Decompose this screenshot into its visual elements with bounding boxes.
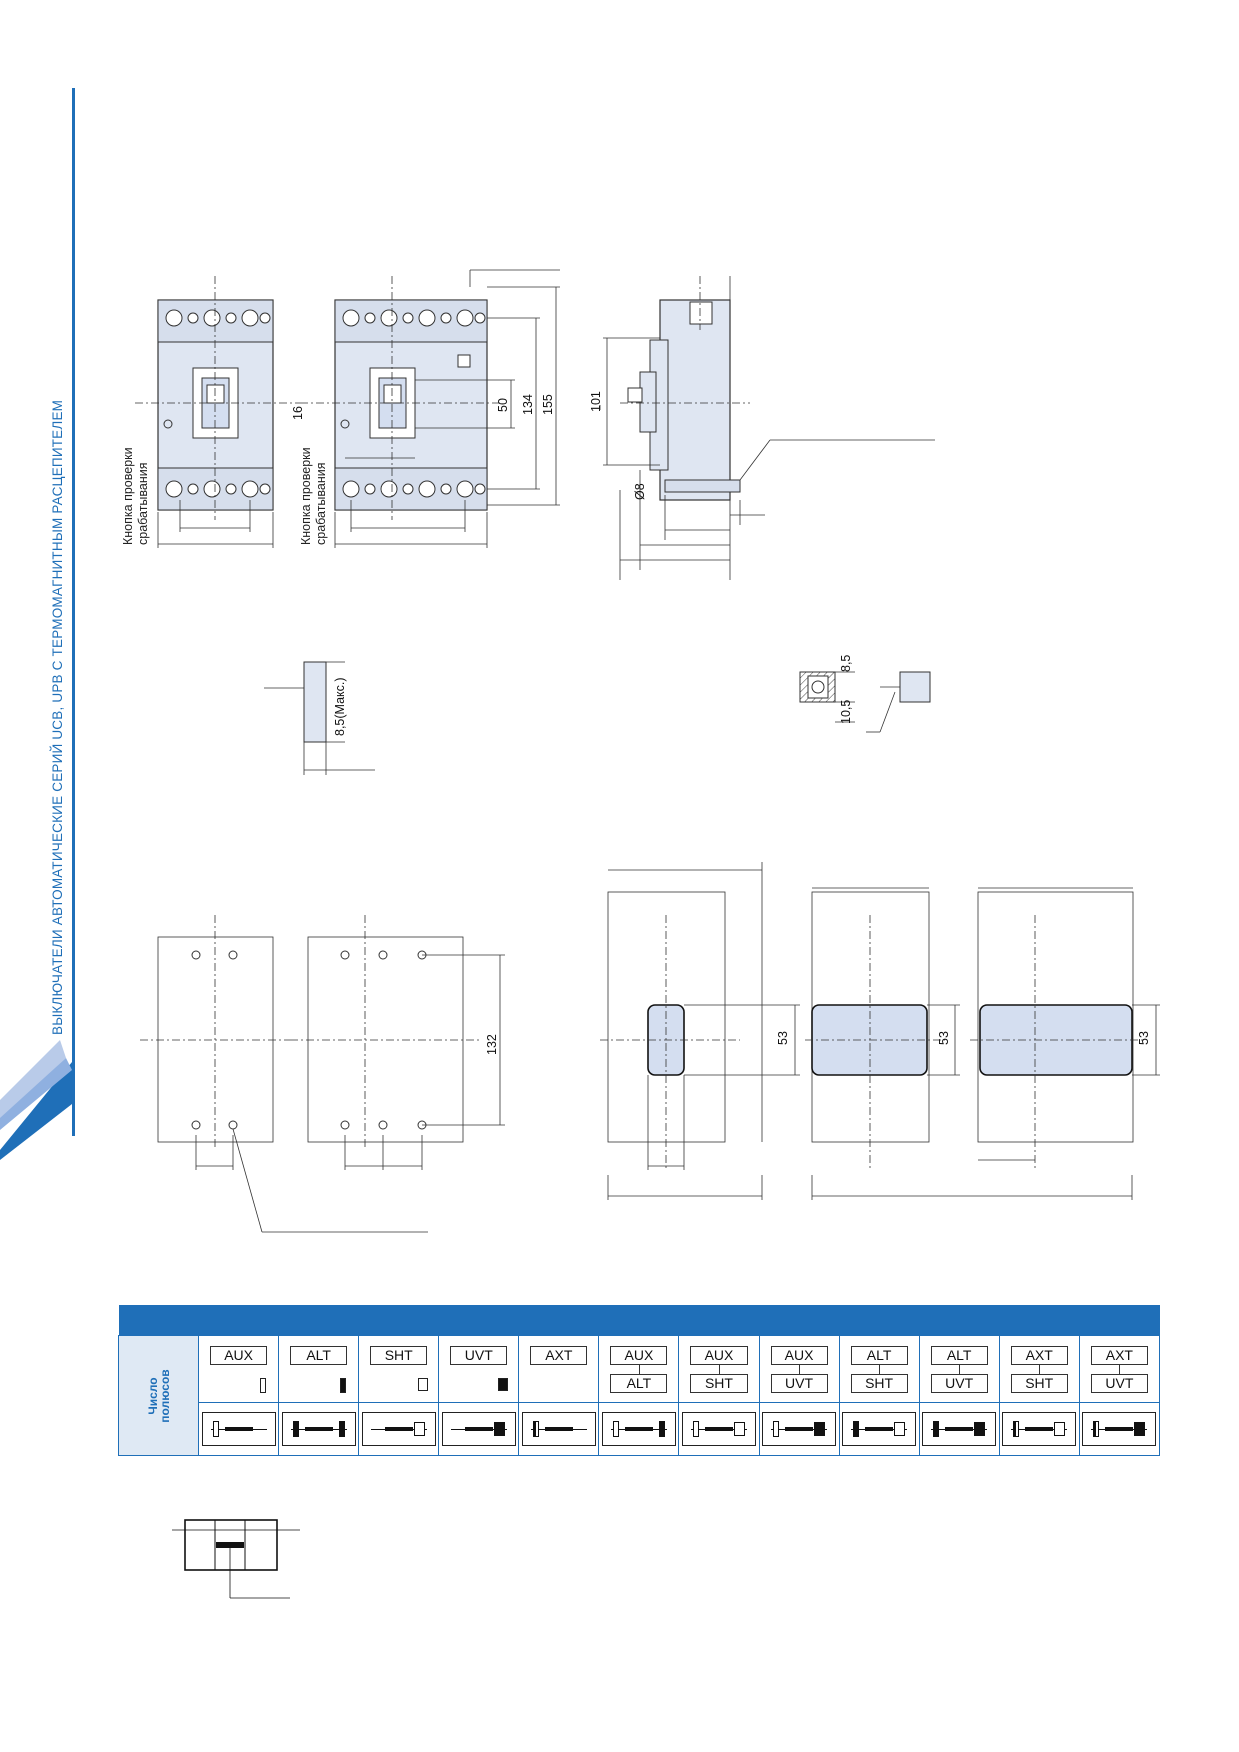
accessory-code-bottom: SHT xyxy=(850,1374,908,1393)
accessory-code-top: AXT xyxy=(530,1346,588,1365)
accessory-code-top: AUX xyxy=(690,1346,748,1365)
symbol-cell xyxy=(998,1402,1080,1456)
accessory-code-top: SHT xyxy=(370,1346,428,1365)
wiring-symbol-icon xyxy=(922,1412,997,1446)
test-button-label-3p: Кнопка проверки xyxy=(121,447,135,545)
table-header-band xyxy=(118,1305,1160,1336)
marker-filled-square-icon xyxy=(498,1378,509,1391)
accessory-code-top: AXT xyxy=(1090,1346,1148,1365)
accessory-code-top: AUX xyxy=(770,1346,828,1365)
panel-cutout-large xyxy=(970,887,1160,1200)
accessory-code-cell: AXT SHT xyxy=(998,1335,1080,1403)
symbol-cell xyxy=(438,1402,520,1456)
accessory-code-top: AUX xyxy=(610,1346,668,1365)
dim-53-large: 53 xyxy=(1137,1031,1151,1045)
mounting-plan-4p xyxy=(290,915,505,1170)
accessory-code-bottom: UVT xyxy=(930,1374,988,1393)
marker-filled-icon xyxy=(340,1378,347,1393)
symbol-cell xyxy=(358,1402,440,1456)
symbol-cell xyxy=(1078,1402,1161,1456)
wiring-symbol-icon xyxy=(842,1412,917,1446)
panel-cutout-medium xyxy=(805,887,1132,1200)
symbol-cell xyxy=(678,1402,760,1456)
wiring-symbol-icon xyxy=(201,1412,276,1446)
wiring-symbol-icon xyxy=(441,1412,516,1446)
accessory-code-cell: AUX ALT xyxy=(598,1335,680,1403)
accessory-code-cell: SHT xyxy=(358,1335,440,1403)
dim-101: 101 xyxy=(589,391,603,412)
accessory-code-cell: UVT xyxy=(438,1335,520,1403)
dim-16: 16 xyxy=(291,406,305,420)
accessory-code-bottom: ALT xyxy=(610,1374,668,1393)
accessory-code-top: AUX xyxy=(210,1346,268,1365)
symbol-cell xyxy=(278,1402,360,1456)
terminal-detail xyxy=(264,661,375,775)
dim-155: 155 xyxy=(541,394,555,415)
dim-50: 50 xyxy=(496,398,510,412)
accessory-code-top: ALT xyxy=(290,1346,348,1365)
dim-53-medium: 53 xyxy=(937,1031,951,1045)
accessory-code-bottom: SHT xyxy=(1010,1374,1068,1393)
symbol-cell xyxy=(598,1402,680,1456)
accessory-code-bottom: SHT xyxy=(690,1374,748,1393)
accessory-code-cell: AUX xyxy=(198,1335,280,1403)
accessory-table: Число полюсов AUX ALT SHT UVT AXT AUX AL… xyxy=(117,1305,1161,1456)
wiring-symbol-icon xyxy=(1002,1412,1077,1446)
symbol-cell xyxy=(198,1402,280,1456)
test-button-label-3p-line2: срабатывания xyxy=(136,462,150,545)
accessory-code-top: UVT xyxy=(450,1346,508,1365)
accessory-code-top: ALT xyxy=(930,1346,988,1365)
dim-132: 132 xyxy=(485,1034,499,1055)
wiring-symbol-icon xyxy=(281,1412,356,1446)
dim-10-5: 10,5 xyxy=(839,700,853,724)
mounting-plan-3p xyxy=(140,915,428,1233)
sidebar-rule xyxy=(72,88,75,1136)
wiring-symbol-icon xyxy=(521,1412,596,1446)
symbol-cell xyxy=(518,1402,600,1456)
poles-header: Число полюсов xyxy=(117,1335,200,1456)
symbol-cell xyxy=(838,1402,920,1456)
accessory-code-top: ALT xyxy=(850,1346,908,1365)
dim-max: 8,5(Макс.) xyxy=(333,677,347,736)
bolt-detail xyxy=(799,671,931,733)
marker-open-icon xyxy=(260,1378,267,1393)
test-button-label-4p: Кнопка проверки xyxy=(299,447,313,545)
dim-134: 134 xyxy=(521,394,535,415)
marker-square-icon xyxy=(418,1378,429,1391)
front-view-3p xyxy=(135,276,300,548)
dim-d8: Ø8 xyxy=(633,483,647,500)
dim-8-5: 8,5 xyxy=(839,655,853,672)
accessory-code-bottom: UVT xyxy=(1090,1374,1148,1393)
dim-53-small: 53 xyxy=(776,1031,790,1045)
accessory-code-cell: AXT xyxy=(518,1335,600,1403)
accessory-code-cell: ALT xyxy=(278,1335,360,1403)
accessory-code-bottom: UVT xyxy=(770,1374,828,1393)
sidebar-corner xyxy=(0,1040,72,1160)
wiring-symbol-icon xyxy=(601,1412,676,1446)
technical-drawing: Кнопка проверки срабатывания xyxy=(121,269,1160,1233)
accessory-code-cell: ALT UVT xyxy=(918,1335,1000,1403)
wiring-symbol-icon xyxy=(1082,1412,1157,1446)
wiring-symbol-icon xyxy=(762,1412,837,1446)
panel-cutout-small xyxy=(600,862,800,1200)
symbol-cell xyxy=(918,1402,1000,1456)
test-button-label-4p-line2: срабатывания xyxy=(314,462,328,545)
accessory-code-cell: AXT UVT xyxy=(1078,1335,1161,1403)
front-view-4p xyxy=(300,269,560,548)
wiring-symbol-icon xyxy=(681,1412,756,1446)
wiring-symbol-icon xyxy=(361,1412,436,1446)
side-view xyxy=(599,276,935,580)
accessory-symbol-row xyxy=(119,1402,1161,1456)
